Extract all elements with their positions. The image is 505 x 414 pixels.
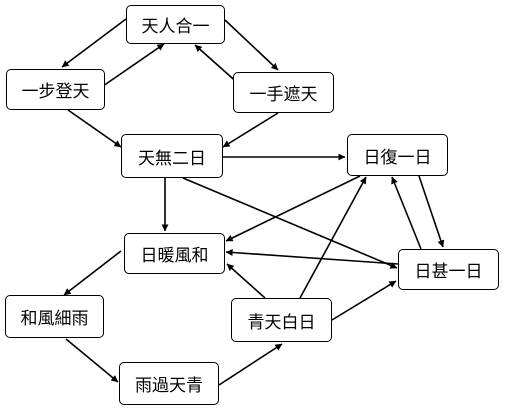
node-rishenyiri: 日甚一日 <box>398 249 499 290</box>
edge-rinuanfenghe-to-hefengxiyu <box>63 250 122 296</box>
edge-yishouzhetian-to-tianrenheyi <box>194 44 241 86</box>
node-rifuyiri: 日復一日 <box>347 134 448 176</box>
edge-rishenyiri-to-rifuyiri <box>391 176 422 250</box>
edge-rifuyiri-to-rishenyiri <box>418 175 445 248</box>
edge-rifuyiri-to-rinuanfenghe <box>225 175 361 242</box>
edge-qingtianbairi-to-rinuanfenghe <box>226 263 266 299</box>
edge-yuguotianqing-to-qingtianbairi <box>218 343 283 386</box>
edge-rishenyiri-to-rinuanfenghe <box>225 248 399 265</box>
node-yibudengtian: 一步登天 <box>6 69 105 110</box>
node-label: 天無二日 <box>138 148 206 169</box>
node-tianrenheyi: 天人合一 <box>126 5 225 44</box>
node-label: 雨過天青 <box>135 376 203 396</box>
node-label: 一步登天 <box>21 82 90 102</box>
node-yishouzhetian: 一手遮天 <box>233 72 334 113</box>
node-label: 日甚一日 <box>414 262 483 282</box>
node-rinuanfenghe: 日暖風和 <box>124 233 225 274</box>
node-label: 日暖風和 <box>140 246 209 266</box>
node-label: 青天白日 <box>247 312 316 333</box>
node-label: 一手遮天 <box>249 85 318 105</box>
node-label: 天人合一 <box>141 17 210 37</box>
node-qingtianbairi: 青天白日 <box>231 298 332 342</box>
node-label: 日復一日 <box>363 147 432 168</box>
node-tianwuerri: 天無二日 <box>121 134 223 178</box>
node-yuguotianqing: 雨過天青 <box>119 362 219 405</box>
edge-yibudengtian-to-tianrenheyi <box>102 43 165 87</box>
edge-hefengxiyu-to-yuguotianqing <box>65 338 119 383</box>
edge-qingtianbairi-to-rifuyiri <box>299 176 367 299</box>
edge-tianwuerri-to-rishenyiri <box>182 177 398 269</box>
edge-qingtianbairi-to-rishenyiri <box>331 280 397 321</box>
node-hefengxiyu: 和風細雨 <box>5 295 104 338</box>
edge-tianrenheyi-to-yibudengtian <box>61 18 127 68</box>
edge-yibudengtian-to-tianwuerri <box>67 109 122 148</box>
edge-tianrenheyi-to-yishouzhetian <box>224 19 279 71</box>
edge-yishouzhetian-to-tianwuerri <box>222 112 279 148</box>
node-label: 和風細雨 <box>20 309 89 329</box>
